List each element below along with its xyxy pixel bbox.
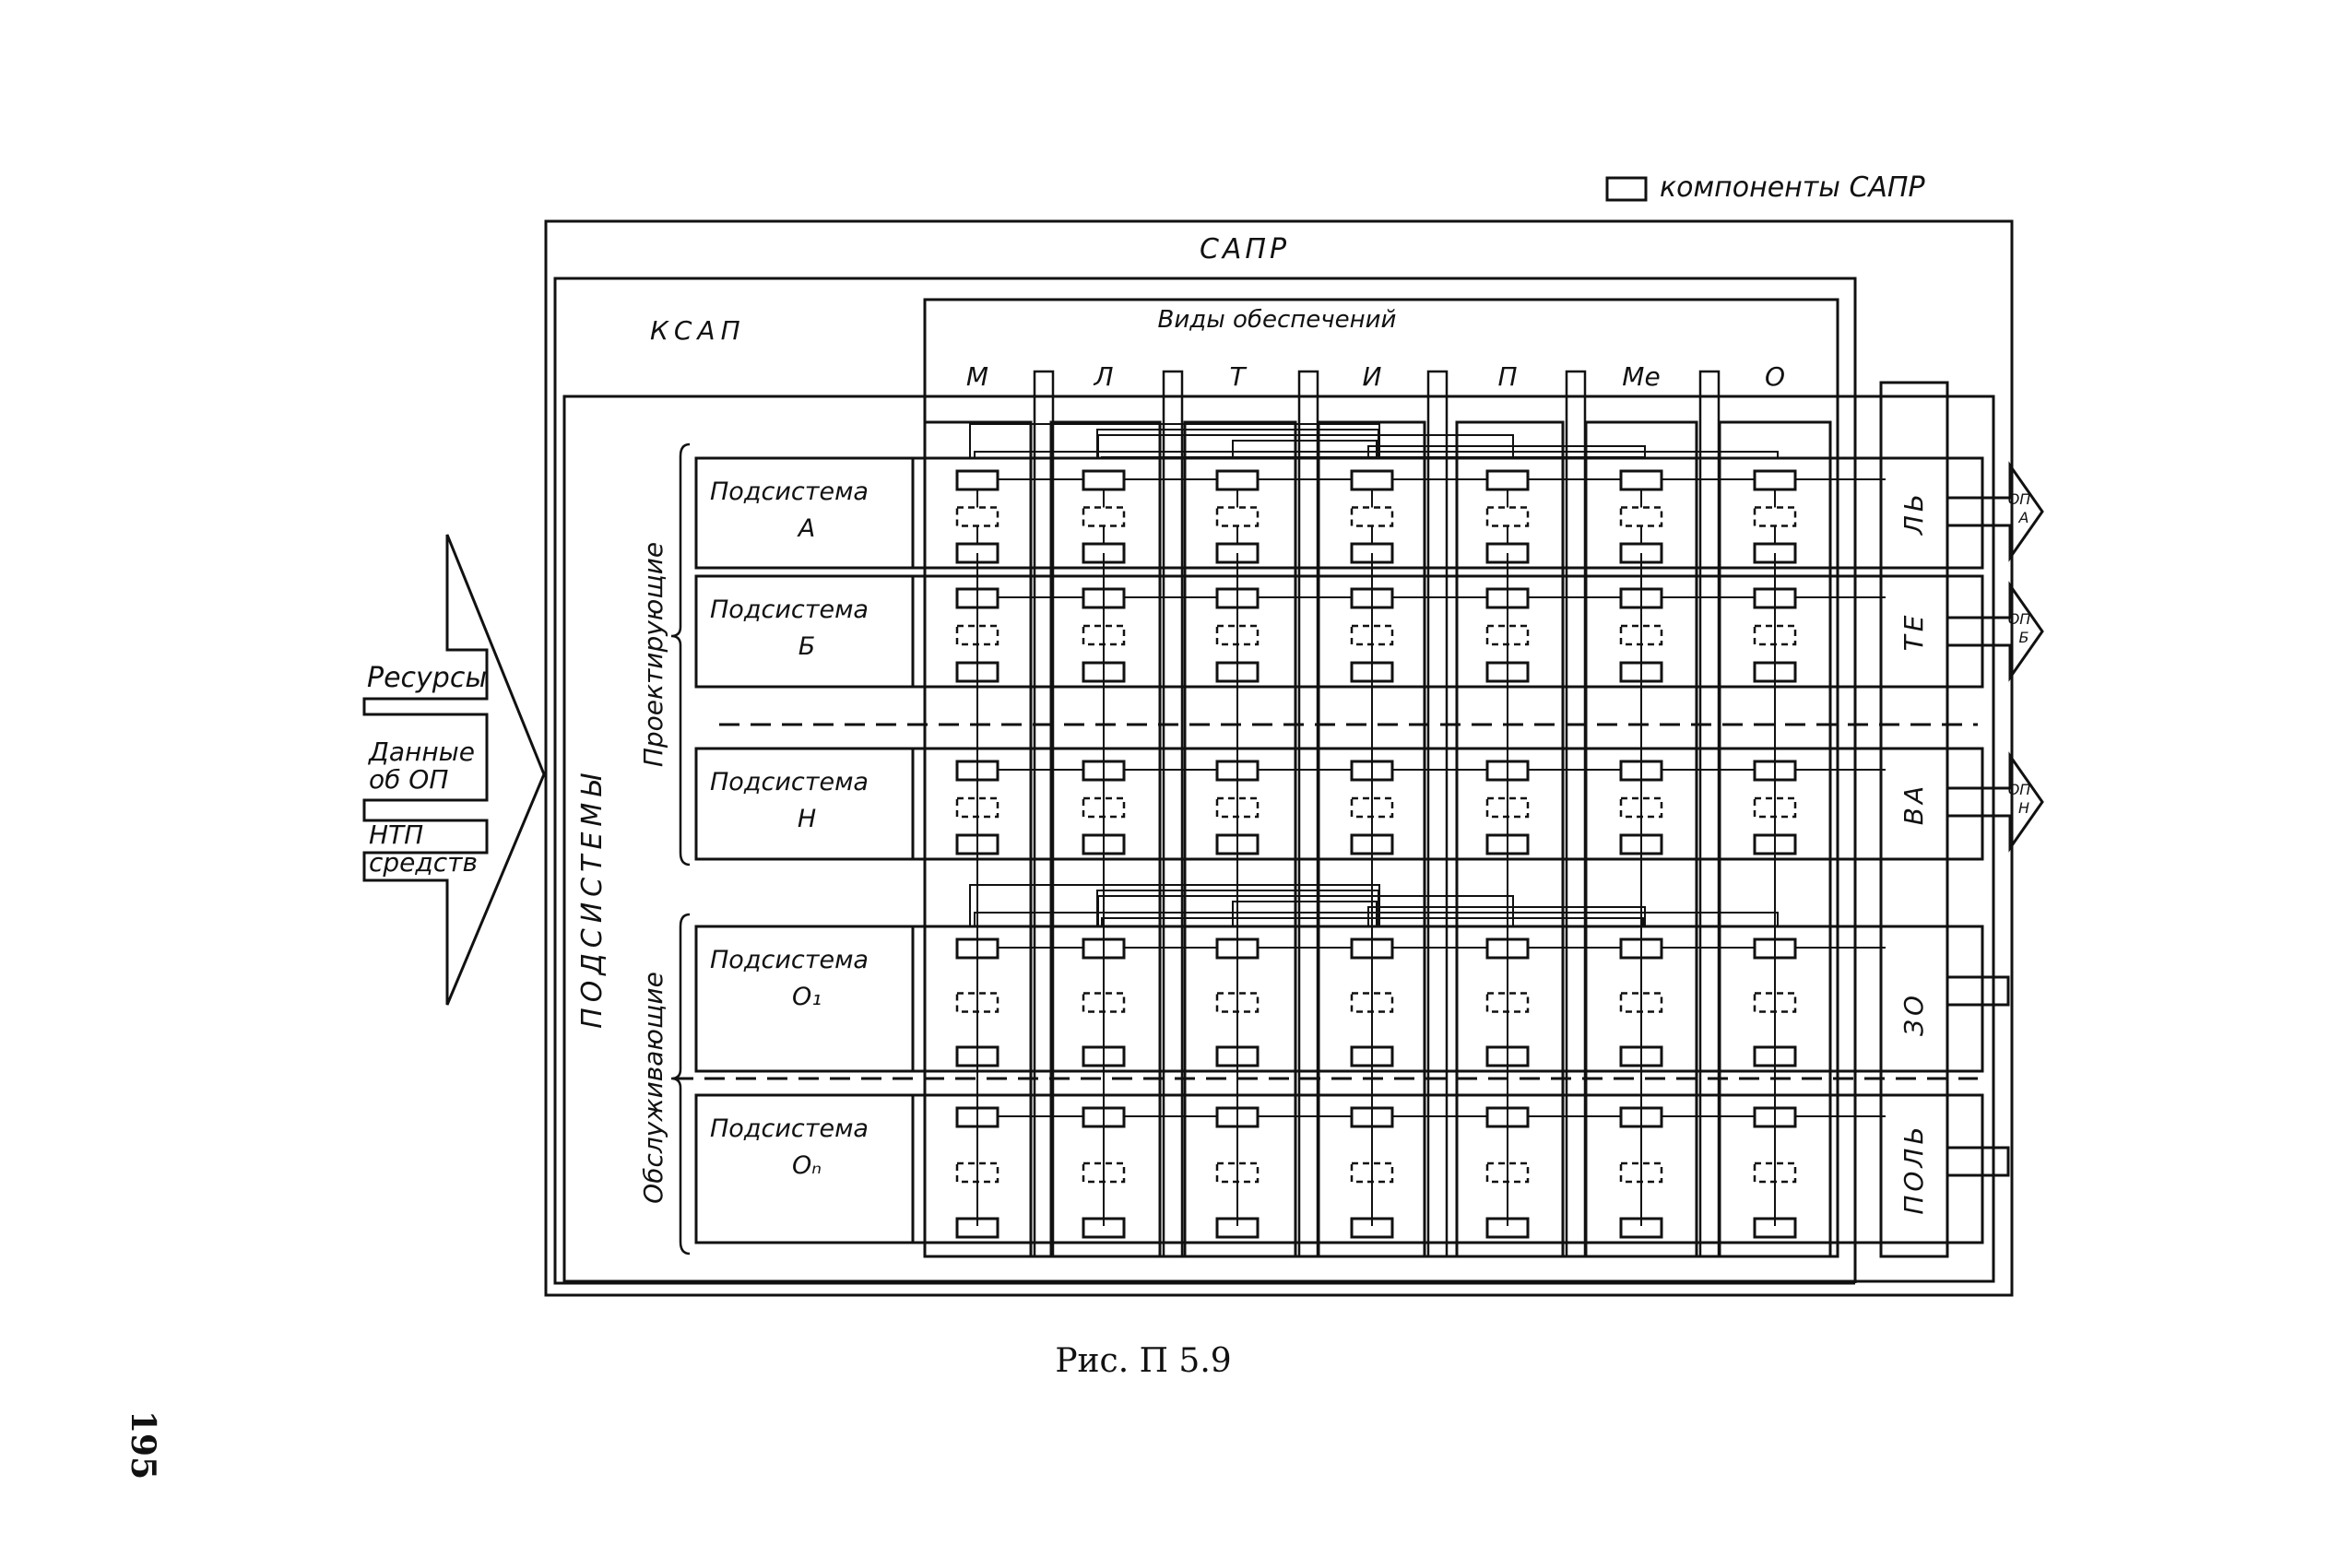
column-label-5: Ме [1622,361,1660,392]
legend-label: компоненты САПР [1660,171,1925,204]
column-separator-post [1033,370,1055,1258]
side-label: ВА [1898,783,1929,825]
component-box-optional [1350,506,1394,527]
subsystem-label: Подсистема [710,595,869,624]
column-separator-post [1698,370,1721,1258]
designing-brace [670,442,691,867]
component-box [1350,469,1394,491]
support-column-band [1183,420,1297,1258]
input-resources: Ресурсы [367,662,487,694]
cross-link-line [1096,429,1379,458]
subsystem-suffix: О₁ [792,983,822,1011]
output-label-suffix: Н [2018,799,2029,817]
servicing-brace [670,913,691,1256]
output-label-suffix: Б [2019,629,2029,646]
component-box [1215,469,1260,491]
subsystem-label: Подсистема [710,768,869,796]
support-column-band [923,420,1033,1258]
column-separator-post [1297,370,1319,1258]
service-stub [1947,975,2010,1007]
ksap-frame [553,277,1857,1285]
column-label-3: И [1363,361,1382,392]
component-box-optional [955,506,999,527]
output-arrow [1947,461,2044,562]
component-box-optional [1485,506,1530,527]
output-label: ОП [2008,610,2031,628]
side-label: ПОЛЬ [1898,1123,1929,1214]
subsystem-label: Подсистема [710,946,869,974]
cross-link-line [1232,901,1378,926]
ksap-title: КСАП [650,315,746,346]
output-label: ОП [2008,490,2031,508]
component-box [1082,469,1126,491]
subsystem-suffix: А [797,514,815,543]
cross-link-line [974,451,1779,458]
subsystem-label: Подсистема [710,477,869,506]
cross-link-line [1097,895,1514,926]
support-column-band [1718,420,1832,1258]
column-label-1: Л [1093,361,1113,392]
side-label-band [1879,381,1949,1258]
cross-link-line [974,912,1779,926]
column-separator-post [1565,370,1587,1258]
servicing-label: Обслуживающие [638,972,668,1204]
support-column-band [1049,420,1162,1258]
output-arrow [1947,581,2044,682]
component-box [1619,469,1663,491]
subsystem-row [694,1093,1984,1244]
inputs-arrow [362,534,546,1006]
output-label-suffix: А [2018,509,2029,526]
side-label: ТЕ [1898,612,1929,652]
component-box [1485,469,1530,491]
cross-link-line [1101,456,1644,458]
column-separator-post [1162,370,1184,1258]
column-label-0: М [966,361,988,392]
column-separator-post [1426,370,1449,1258]
designing-label: Проектирующие [638,542,668,767]
component-box-optional [1619,506,1663,527]
subsystem-row [694,574,1984,689]
cross-link-line [1101,917,1644,926]
page-number: 195 [124,1410,162,1480]
subsystem-row [694,925,1984,1073]
subsystems-frame [562,395,1995,1283]
side-label: ЛЬ [1898,490,1929,536]
cross-link-line [1367,906,1646,926]
support-types-title: Виды обеспечений [1158,306,1397,334]
figure-caption: Рис. П 5.9 [1055,1342,1231,1380]
side-label: ЗО [1898,992,1929,1036]
output-arrow [1947,751,2044,853]
component-box [1753,469,1797,491]
legend-swatch [1605,176,1648,202]
subsystem-row [694,747,1984,861]
column-label-4: П [1497,361,1517,392]
subsystem-suffix: Н [798,805,816,833]
subsystem-label: Подсистема [710,1114,869,1143]
subsystem-suffix: Б [798,632,816,661]
column-label-2: Т [1229,361,1247,392]
column-label-6: О [1765,361,1785,392]
cross-link-line [1232,440,1378,458]
sapr-title: САПР [1200,233,1290,265]
support-column-band [1584,420,1698,1258]
support-column-band [1317,420,1426,1258]
subsystem-suffix: Оₙ [792,1151,822,1180]
component-box-optional [1215,506,1260,527]
component-box [955,469,999,491]
service-stub [1947,1146,2010,1177]
component-box-optional [1082,506,1126,527]
subsystems-vertical-title: ПОДСИСТЕМЫ [576,769,609,1029]
output-label: ОП [2008,781,2031,798]
support-column-band [1455,420,1565,1258]
component-box-optional [1753,506,1797,527]
